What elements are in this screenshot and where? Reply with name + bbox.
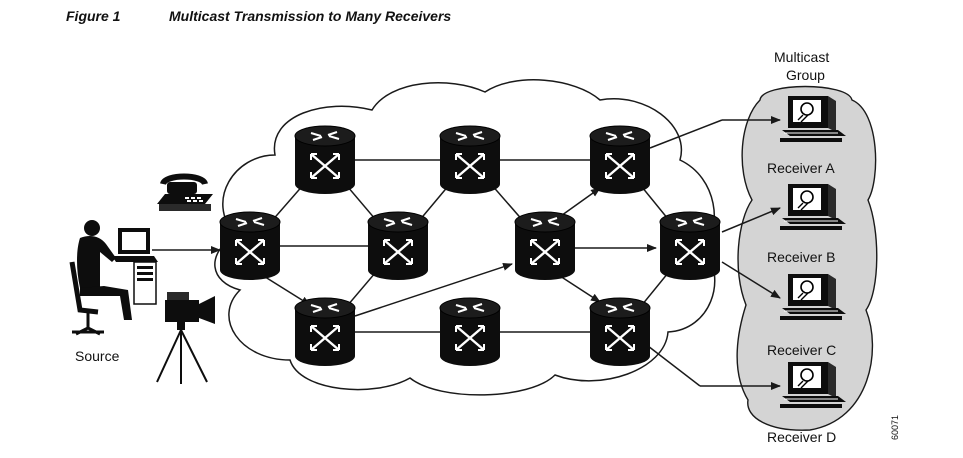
figure-id-tag: 60071: [890, 415, 900, 440]
router-icon: [368, 212, 428, 280]
router-icon: [295, 298, 355, 366]
receiver-b-label: Receiver B: [767, 249, 835, 265]
multicast-group-label-line2: Group: [786, 67, 825, 83]
router-icon: [660, 212, 720, 280]
source-label: Source: [75, 348, 119, 364]
multicast-group-label-line1: Multicast: [774, 49, 829, 65]
router-icon: [440, 126, 500, 194]
telephone-icon: [157, 177, 213, 212]
router-icon: [440, 298, 500, 366]
receiver-d-label: Receiver D: [767, 429, 836, 445]
receiver-a-label: Receiver A: [767, 160, 835, 176]
router-icon: [220, 212, 280, 280]
router-icon: [590, 298, 650, 366]
router-icon: [295, 126, 355, 194]
source-workstation-icon: [72, 220, 158, 334]
router-icon: [590, 126, 650, 194]
video-camera-icon: [157, 292, 215, 384]
router-icon: [515, 212, 575, 280]
receiver-c-label: Receiver C: [767, 342, 836, 358]
